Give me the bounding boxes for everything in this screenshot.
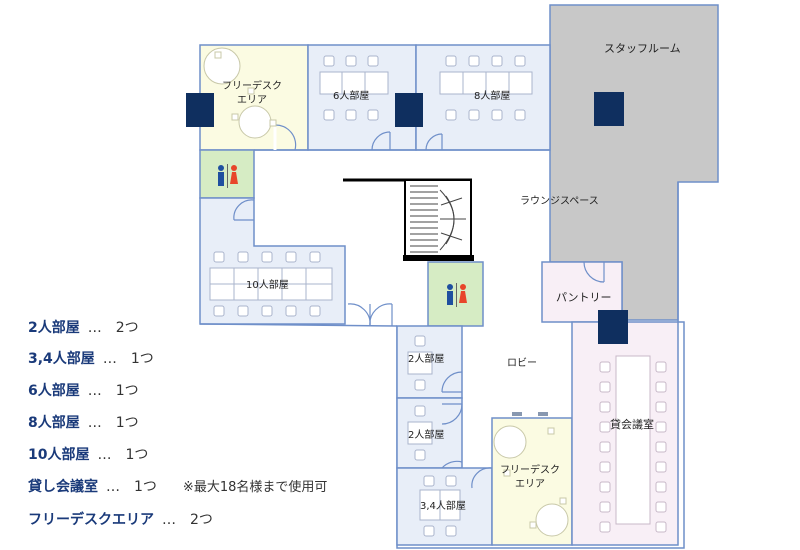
lobby-mark-2 xyxy=(538,412,548,416)
legend-dots: … xyxy=(162,512,176,528)
legend-count: 1つ xyxy=(125,447,149,463)
label-rental-meeting: 貸会議室 xyxy=(610,418,654,431)
room-10-furniture xyxy=(209,251,333,317)
legend-count: 1つ xyxy=(115,383,139,399)
legend-dots: … xyxy=(102,351,117,367)
lobby-mark xyxy=(512,412,522,416)
legend-name: フリーデスクエリア xyxy=(28,512,154,528)
meeting-room-furniture xyxy=(599,355,667,533)
legend-row-4: 8人部屋 … 1つ xyxy=(28,412,139,432)
legend-name: 6人部屋 xyxy=(28,383,80,399)
legend-name: 10人部屋 xyxy=(28,447,90,463)
label-room-2-a: 2人部屋 xyxy=(408,354,445,365)
label-room-6: 6人部屋 xyxy=(333,91,370,102)
label-free-desk-2: フリーデスク エリア xyxy=(500,464,560,492)
label-room-8: 8人部屋 xyxy=(474,91,511,102)
label-staff-room: スタッフルーム xyxy=(604,42,681,55)
free-desk-2-furniture xyxy=(493,425,569,537)
label-room-10: 10人部屋 xyxy=(246,280,289,291)
label-free-desk-2-line2: エリア xyxy=(515,479,545,490)
small-rooms-furniture xyxy=(407,335,461,537)
legend-row-3: 6人部屋 … 1つ xyxy=(28,380,139,400)
label-lobby: ロビー xyxy=(507,358,537,369)
legend-row-6: 貸し会議室 … 1つ ※最大18名様まで使用可 xyxy=(28,476,327,496)
pantry-room[interactable] xyxy=(541,261,623,323)
legend-count: 1つ xyxy=(130,351,154,367)
label-room-2-b: 2人部屋 xyxy=(408,430,445,441)
restroom-icon xyxy=(218,164,238,188)
legend-dots: … xyxy=(87,415,102,431)
room-6-furniture xyxy=(319,55,389,121)
pillar-block xyxy=(186,92,628,344)
legend-name: 8人部屋 xyxy=(28,415,80,431)
door-arcs xyxy=(233,124,605,489)
wall-10-bottom xyxy=(199,323,398,327)
label-pantry: パントリー xyxy=(556,291,612,304)
restroom-icon-2 xyxy=(447,283,467,307)
free-desk-1-furniture xyxy=(203,47,277,139)
legend-dots: … xyxy=(97,447,112,463)
room-8-furniture xyxy=(439,55,533,121)
label-lounge: ラウンジスペース xyxy=(520,196,599,207)
legend-dots: … xyxy=(87,320,102,336)
label-room-3-4: 3,4人部屋 xyxy=(420,501,466,512)
label-free-desk-1-line1: フリーデスク xyxy=(222,81,282,92)
legend-name: 3,4人部屋 xyxy=(28,351,95,367)
legend-name: 2人部屋 xyxy=(28,320,80,336)
legend-name: 貸し会議室 xyxy=(28,479,98,495)
legend-count: 2つ xyxy=(190,512,213,528)
legend-row-1: 2人部屋 … 2つ xyxy=(28,317,139,337)
legend-count: 2つ xyxy=(115,320,139,336)
label-free-desk-1-line2: エリア xyxy=(237,95,267,106)
legend-note: ※最大18名様まで使用可 xyxy=(182,480,328,495)
staircase-icon xyxy=(343,178,474,261)
room-8[interactable] xyxy=(415,44,551,151)
label-free-desk-2-line1: フリーデスク xyxy=(500,465,560,476)
legend-count: 1つ xyxy=(115,415,139,431)
legend-row-2: 3,4人部屋 … 1つ xyxy=(28,348,154,368)
legend-count: 1つ xyxy=(134,479,157,495)
label-free-desk-1: フリーデスク エリア xyxy=(222,80,282,108)
legend-dots: … xyxy=(106,479,120,495)
legend-row-7: フリーデスクエリア … 2つ xyxy=(28,509,213,529)
legend-row-5: 10人部屋 … 1つ xyxy=(28,444,148,464)
toilet-room-2 xyxy=(427,261,484,327)
legend-dots: … xyxy=(87,383,102,399)
